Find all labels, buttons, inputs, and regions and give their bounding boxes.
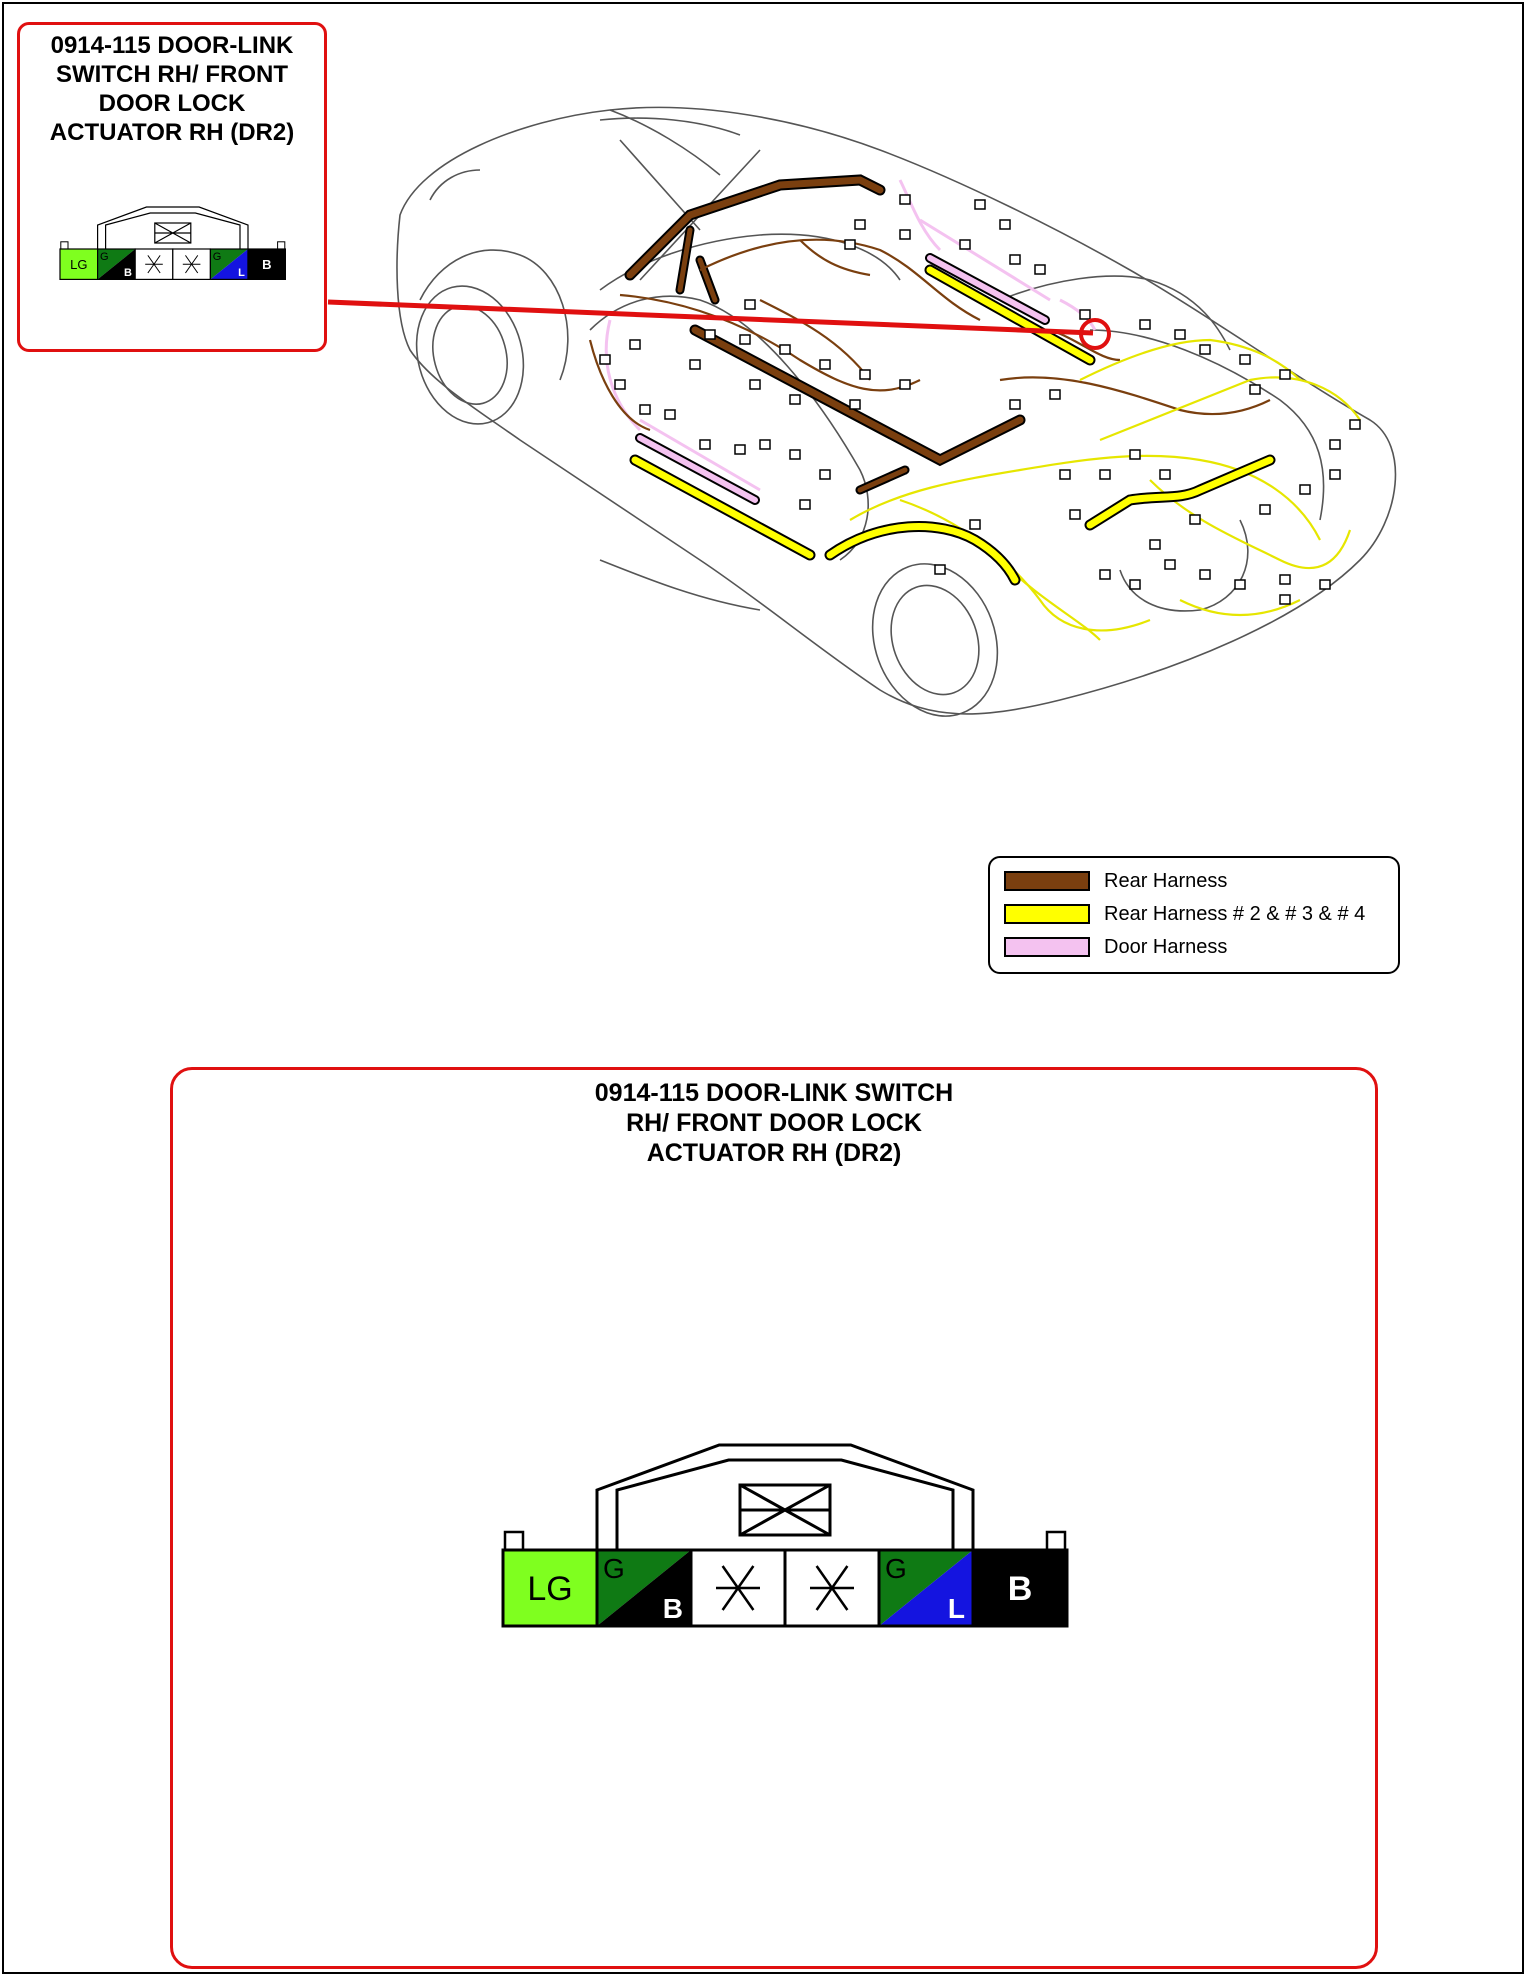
legend-swatch-rear-harness xyxy=(1004,871,1090,891)
callout-title-line-1: 0914-115 DOOR-LINK xyxy=(50,32,294,59)
legend-item-rear-harness-2-3-4: Rear Harness # 2 & # 3 & # 4 xyxy=(1004,901,1365,927)
callout-latch-inner xyxy=(105,212,241,249)
callout-pin-1: LG xyxy=(59,248,99,280)
car-body-outline xyxy=(396,106,1397,717)
detail-pin-6: B xyxy=(971,1548,1069,1628)
detail-title-line-3: ACTUATOR RH (DR2) xyxy=(646,1139,902,1167)
callout-leader-line xyxy=(327,299,1094,336)
detail-pin-4 xyxy=(783,1548,881,1628)
harness-connectors xyxy=(599,194,1361,605)
detail-right-tab xyxy=(1045,1530,1067,1552)
detail-latch-inner xyxy=(615,1458,955,1550)
unused-pin-asterisk xyxy=(145,255,163,274)
detail-pin-5: GL xyxy=(877,1548,975,1628)
legend-label-door-harness: Door Harness xyxy=(1104,935,1228,958)
rear-harness-routes xyxy=(624,174,1026,495)
pin-bottom-label: L xyxy=(948,1593,965,1624)
callout-title-line-2: SWITCH RH/ FRONT xyxy=(56,61,288,88)
detail-title-line-2: RH/ FRONT DOOR LOCK xyxy=(626,1109,922,1137)
pin-label: LG xyxy=(527,1570,572,1608)
pin-top-label: G xyxy=(603,1553,625,1584)
callout-title-line-3: DOOR LOCK xyxy=(98,90,246,117)
detail-pin-2: GB xyxy=(595,1548,693,1628)
rear-harness-2-3-4-branches xyxy=(849,338,1361,641)
detail-title: 0914-115 DOOR-LINK SWITCH RH/ FRONT DOOR… xyxy=(173,1078,1375,1168)
connector-detail-box: 0914-115 DOOR-LINK SWITCH RH/ FRONT DOOR… xyxy=(170,1067,1378,1969)
pin-top-label: G xyxy=(100,251,109,263)
callout-pin-2: GB xyxy=(96,248,136,280)
connector-callout-box: 0914-115 DOOR-LINK SWITCH RH/ FRONT DOOR… xyxy=(17,22,327,352)
unused-pin-asterisk xyxy=(182,255,201,274)
legend-swatch-rear-harness-2-3-4 xyxy=(1004,904,1090,924)
detail-pin-3 xyxy=(689,1548,787,1628)
door-harness-trunks xyxy=(635,253,1050,505)
unused-pin-asterisk xyxy=(716,1565,760,1611)
callout-title: 0914-115 DOOR-LINK SWITCH RH/ FRONT DOOR… xyxy=(20,31,324,147)
pin-bottom-label: B xyxy=(663,1593,683,1624)
detail-title-line-1: 0914-115 DOOR-LINK SWITCH xyxy=(594,1079,954,1107)
unused-pin-asterisk xyxy=(810,1565,854,1611)
vehicle-harness-illustration xyxy=(327,106,1397,717)
callout-pin-4 xyxy=(172,248,212,280)
harness-legend: Rear Harness Rear Harness # 2 & # 3 & # … xyxy=(988,856,1400,974)
pin-label: B xyxy=(1008,1570,1033,1608)
legend-label-rear-harness: Rear Harness xyxy=(1104,869,1228,892)
legend-swatch-door-harness xyxy=(1004,937,1090,957)
pin-label: LG xyxy=(70,257,87,272)
detail-pin-1: LG xyxy=(501,1548,599,1628)
pin-top-label: G xyxy=(213,251,222,263)
legend-item-door-harness: Door Harness xyxy=(1004,934,1227,960)
pin-bottom-label: L xyxy=(238,267,245,279)
detail-left-tab xyxy=(503,1530,525,1552)
legend-item-rear-harness: Rear Harness xyxy=(1004,868,1227,894)
pin-label: B xyxy=(262,257,271,272)
callout-title-line-4: ACTUATOR RH (DR2) xyxy=(49,119,295,146)
rear-harness-2-3-4-trunks xyxy=(629,264,1276,586)
pin-top-label: G xyxy=(885,1553,907,1584)
callout-target-circle xyxy=(1079,318,1111,350)
rear-harness-branches xyxy=(588,238,1271,432)
legend-label-rear-harness-2-3-4: Rear Harness # 2 & # 3 & # 4 xyxy=(1104,902,1366,925)
pin-bottom-label: B xyxy=(124,267,132,279)
callout-pin-6: B xyxy=(247,248,286,280)
